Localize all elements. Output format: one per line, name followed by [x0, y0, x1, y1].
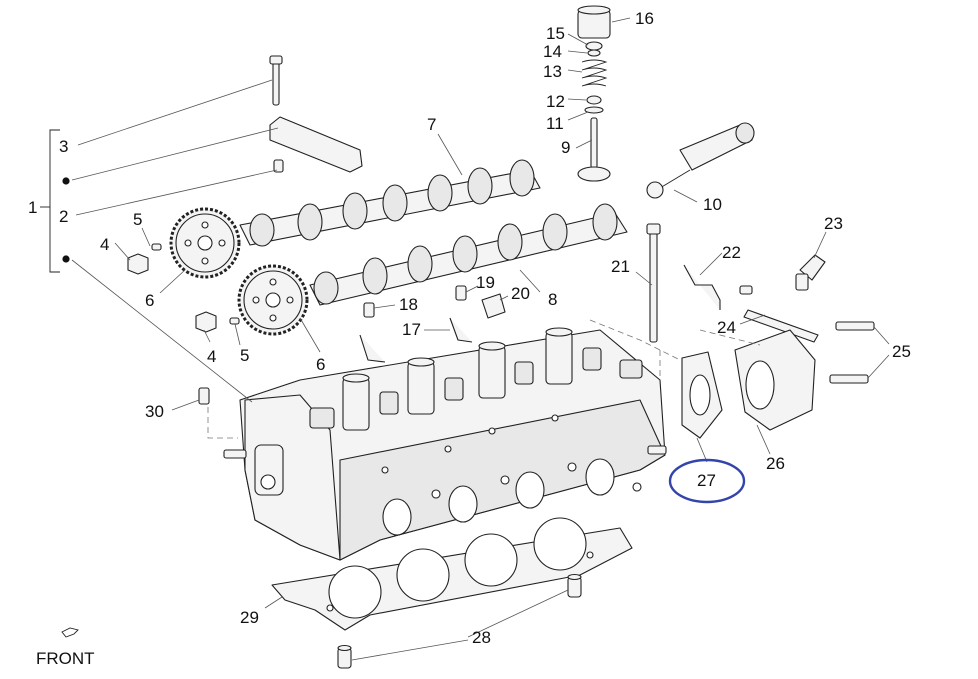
callout-9: 9 — [561, 138, 570, 157]
callout-27: 27 — [697, 471, 716, 490]
sensor-23 — [795, 254, 826, 291]
callout-13: 13 — [543, 62, 562, 81]
callout-16: 16 — [635, 9, 654, 28]
cam-gear-upper — [169, 207, 241, 279]
leader-lines — [71, 17, 890, 661]
small-bolts — [359, 285, 506, 363]
group-bracket — [40, 129, 70, 273]
callout-29: 29 — [240, 608, 259, 627]
dowel-pins — [337, 573, 582, 669]
callout-23: 23 — [824, 214, 843, 233]
callout-8: 8 — [548, 290, 557, 309]
stud-30 — [198, 387, 210, 405]
highlight-circle — [668, 458, 746, 504]
front-label: FRONT — [36, 649, 95, 668]
cylinder-head — [223, 327, 667, 561]
callout-26: 26 — [766, 454, 785, 473]
callout-1: 1 — [28, 198, 37, 217]
callout-3: 3 — [59, 137, 68, 156]
camshaft-cap — [269, 55, 363, 173]
water-outlet-housing — [734, 329, 816, 431]
callout-22: 22 — [722, 243, 741, 262]
camshaft-intake — [239, 159, 541, 247]
alignment-lines — [207, 319, 761, 439]
cam-gear-lower — [237, 264, 309, 336]
long-bolt — [646, 223, 661, 343]
callout-14: 14 — [543, 42, 562, 61]
callout-10: 10 — [703, 195, 722, 214]
head-gasket — [271, 517, 633, 631]
strap-24 — [743, 309, 819, 343]
camshaft-exhaust — [309, 203, 628, 306]
callout-21: 21 — [611, 257, 630, 276]
hydraulic-tappet — [646, 122, 755, 199]
callout-6-lower: 6 — [316, 355, 325, 374]
callout-12: 12 — [546, 92, 565, 111]
callout-numbers: 1 3 2 4 5 6 4 5 6 7 8 9 10 11 12 13 14 1… — [28, 9, 911, 647]
front-indicator: FRONT — [36, 627, 95, 668]
callout-30: 30 — [145, 402, 164, 421]
callout-15: 15 — [546, 24, 565, 43]
callout-19: 19 — [476, 273, 495, 292]
bullet-dot — [62, 177, 70, 185]
bracket-22 — [683, 264, 753, 310]
callout-28: 28 — [472, 628, 491, 647]
callout-24: 24 — [717, 318, 736, 337]
callout-17: 17 — [402, 320, 421, 339]
outlet-bolts — [829, 321, 875, 384]
callout-5-lower: 5 — [240, 346, 249, 365]
front-arrow-icon — [61, 627, 79, 638]
outlet-gasket — [681, 351, 723, 439]
callout-4-lower: 4 — [207, 347, 216, 366]
gear-bolts — [127, 243, 240, 333]
callout-25: 25 — [892, 342, 911, 361]
callout-11: 11 — [546, 114, 564, 133]
valve-assembly — [577, 5, 611, 182]
callout-4-upper: 4 — [100, 235, 109, 254]
callout-2: 2 — [59, 207, 68, 226]
callout-18: 18 — [399, 295, 418, 314]
callout-7: 7 — [427, 115, 436, 134]
bullet-dot — [62, 255, 70, 263]
callout-20: 20 — [511, 284, 530, 303]
callout-5-upper: 5 — [133, 210, 142, 229]
callout-6-upper: 6 — [145, 291, 154, 310]
